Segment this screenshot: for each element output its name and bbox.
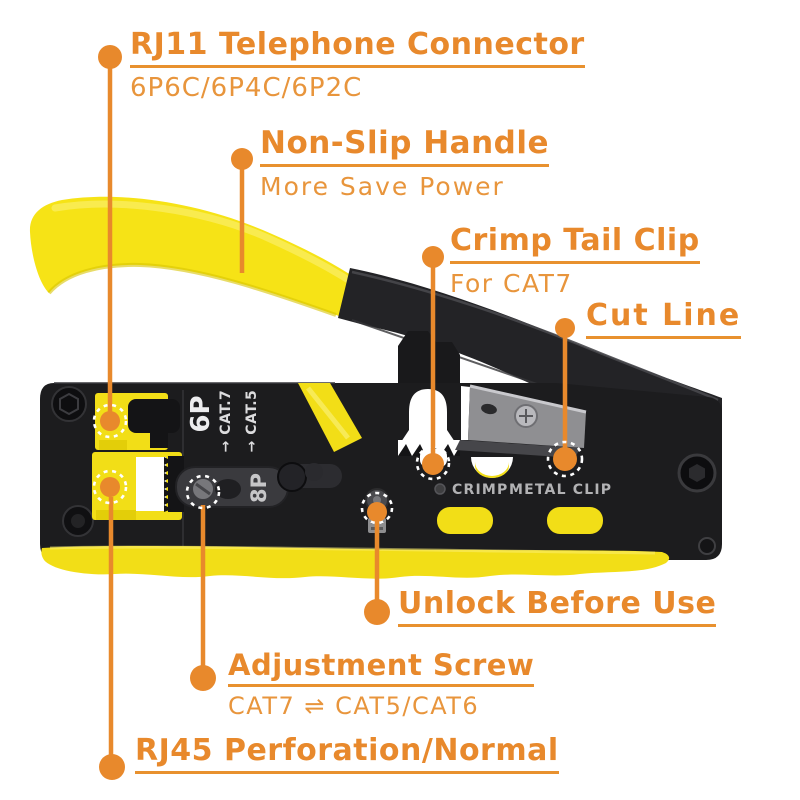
body-yellow-accent (298, 383, 362, 452)
label-rj45-title: RJ45 Perforation/Normal (135, 734, 559, 774)
right-screw (698, 537, 716, 555)
label-unlock-title: Unlock Before Use (398, 587, 717, 627)
marking-cat7: → CAT.7 (218, 389, 234, 453)
yellow-pad-left (437, 507, 493, 534)
label-rj11-subtitle: 6P6C/6P4C/6P2C (130, 72, 363, 103)
label-non-slip-subtitle: More Save Power (260, 171, 505, 201)
marking-cat5: → CAT.5 (244, 389, 260, 453)
rj11-slot (95, 393, 180, 450)
label-rj45: RJ45 Perforation/Normal (135, 734, 559, 774)
left-head (51, 386, 184, 537)
crimp-indicator-dot (434, 483, 446, 495)
label-cut-line-title: Cut Line (586, 299, 742, 339)
marking-crimp: CRIMP (452, 482, 509, 498)
label-rj11-title: RJ11 Telephone Connector (130, 28, 585, 68)
label-adjustment-title: Adjustment Screw (228, 649, 535, 688)
label-crimp-tail-clip: Crimp Tail Clip For CAT7 (450, 224, 700, 298)
marking-8p: 8P (247, 472, 271, 504)
label-non-slip-handle: Non-Slip Handle More Save Power (260, 126, 550, 201)
jaw-gaps (338, 338, 470, 440)
label-rj11: RJ11 Telephone Connector 6P6C/6P4C/6P2C (130, 28, 585, 103)
marking-6p: 6P (186, 395, 216, 433)
label-crimp-tail-title: Crimp Tail Clip (450, 224, 700, 264)
head-bolt-top (51, 386, 87, 422)
label-adjustment-screw: Adjustment Screw CAT7 ⇌ CAT5/CAT6 (228, 649, 535, 721)
yellow-bottom-strip (41, 545, 670, 579)
rj45-slot (92, 452, 184, 520)
yellow-handle (29, 196, 398, 332)
label-crimp-tail-subtitle: For CAT7 (450, 268, 573, 298)
yellow-pad-right (547, 507, 603, 534)
marking-metal-clip: METAL CLIP (509, 482, 613, 498)
label-adjustment-subtitle: CAT7 ⇌ CAT5/CAT6 (228, 692, 480, 721)
label-non-slip-title: Non-Slip Handle (260, 126, 550, 167)
label-unlock: Unlock Before Use (398, 587, 717, 627)
label-cut-line: Cut Line (586, 299, 742, 339)
right-end (677, 453, 717, 555)
